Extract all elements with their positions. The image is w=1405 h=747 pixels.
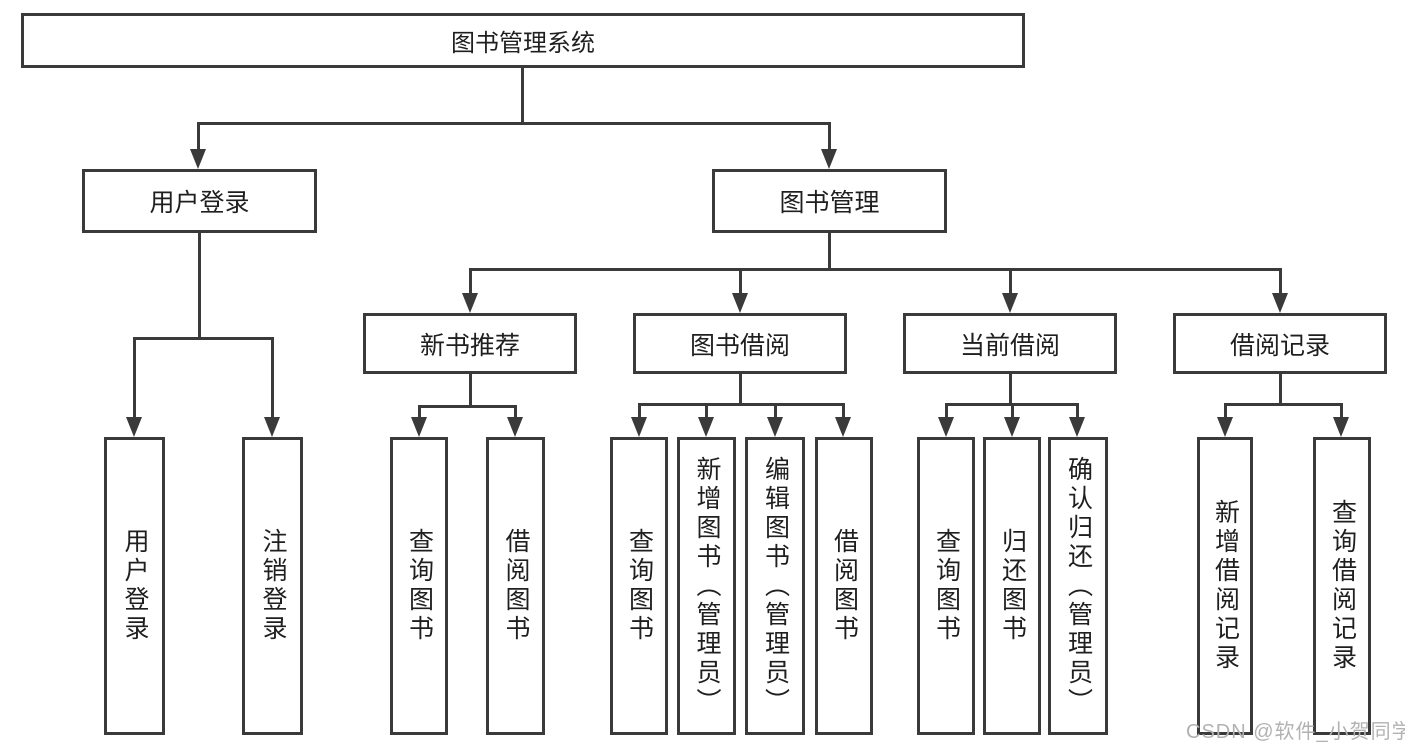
connector-vline <box>514 405 517 419</box>
arrow-down-icon <box>126 417 142 437</box>
arrow-down-icon <box>1004 417 1020 437</box>
connector-vline <box>469 374 472 407</box>
connector-vline <box>739 268 742 295</box>
connector-vline <box>1009 374 1012 405</box>
arrow-down-icon <box>835 417 851 437</box>
node-book-borrowing: 图书借阅 <box>633 313 847 374</box>
arrow-down-icon <box>1069 417 1085 437</box>
arrow-down-icon <box>190 149 206 169</box>
arrow-down-icon <box>767 417 783 437</box>
leaf-borrowing-add-books-admin-label: 新增图书（管理员） <box>693 455 721 717</box>
connector-hline <box>133 337 274 340</box>
connector-vline <box>739 374 742 405</box>
leaf-borrowing-query-books-label: 查询图书 <box>625 528 654 644</box>
connector-vline <box>1009 268 1012 295</box>
node-current-borrowing-label: 当前借阅 <box>959 331 1060 360</box>
node-root: 图书管理系统 <box>21 13 1025 68</box>
leaf-borrowing-edit-books-admin-label: 编辑图书（管理员） <box>761 455 790 717</box>
leaf-borrowing-borrow-books: 借阅图书 <box>815 437 873 735</box>
node-borrowing-records-label: 借阅记录 <box>1229 331 1330 360</box>
leaf-records-add-record-label: 新增借阅记录 <box>1211 499 1240 673</box>
leaf-newbook-query-books-label: 查询图书 <box>405 528 434 644</box>
arrow-down-icon <box>631 417 647 437</box>
node-book-management: 图书管理 <box>712 169 947 233</box>
csdn-watermark: CSDN @软件_小贺同学 <box>1186 721 1405 743</box>
arrow-down-icon <box>462 293 478 313</box>
node-root-label: 图书管理系统 <box>451 30 595 57</box>
arrow-down-icon <box>1333 417 1349 437</box>
leaf-borrowing-add-books-admin: 新增图书（管理员） <box>677 437 736 735</box>
connector-vline <box>418 405 421 419</box>
leaf-user-login-label: 用户登录 <box>121 528 149 644</box>
leaf-current-query-books: 查询图书 <box>917 437 975 735</box>
node-book-borrowing-label: 图书借阅 <box>689 331 790 360</box>
arrow-down-icon <box>1002 293 1018 313</box>
node-user-login-label: 用户登录 <box>149 189 250 217</box>
leaf-current-return-books: 归还图书 <box>983 437 1041 735</box>
leaf-current-return-books-label: 归还图书 <box>998 528 1027 644</box>
connector-vline <box>638 403 641 419</box>
node-borrowing-records: 借阅记录 <box>1173 313 1387 374</box>
leaf-current-confirm-return-admin: 确认归还（管理员） <box>1048 437 1108 735</box>
leaf-newbook-borrow-books-label: 借阅图书 <box>502 528 530 644</box>
arrow-down-icon <box>411 417 427 437</box>
connector-vline <box>1011 403 1014 419</box>
connector-vline <box>774 403 777 419</box>
connector-vline <box>521 68 524 124</box>
connector-vline <box>271 337 274 418</box>
leaf-current-query-books-label: 查询图书 <box>932 528 961 644</box>
connector-vline <box>1224 403 1227 419</box>
node-current-borrowing: 当前借阅 <box>903 313 1117 374</box>
node-user-login: 用户登录 <box>82 169 317 233</box>
arrow-down-icon <box>938 417 954 437</box>
connector-vline <box>842 403 845 419</box>
connector-vline <box>197 122 200 151</box>
arrow-down-icon <box>1217 417 1233 437</box>
leaf-borrowing-edit-books-admin: 编辑图书（管理员） <box>745 437 805 735</box>
node-new-book-recommendation: 新书推荐 <box>363 313 577 374</box>
leaf-current-confirm-return-admin-label: 确认归还（管理员） <box>1064 455 1093 717</box>
connector-hline <box>638 403 845 406</box>
leaf-user-login: 用户登录 <box>104 437 165 735</box>
connector-vline <box>828 122 831 151</box>
connector-vline <box>828 233 831 270</box>
connector-vline <box>469 268 472 295</box>
connector-vline <box>1340 403 1343 419</box>
node-new-book-recommendation-label: 新书推荐 <box>419 331 520 360</box>
connector-vline <box>1279 268 1282 295</box>
arrow-down-icon <box>1272 293 1288 313</box>
arrow-down-icon <box>698 417 714 437</box>
arrow-down-icon <box>264 417 280 437</box>
connector-hline <box>197 122 831 125</box>
leaf-logout-label: 注销登录 <box>259 528 287 644</box>
leaf-newbook-borrow-books: 借阅图书 <box>486 437 545 735</box>
connector-hline <box>469 268 1282 271</box>
connector-vline <box>133 337 136 418</box>
leaf-borrowing-borrow-books-label: 借阅图书 <box>830 528 859 644</box>
leaf-logout: 注销登录 <box>242 437 303 735</box>
node-book-management-label: 图书管理 <box>779 189 880 217</box>
leaf-records-add-record: 新增借阅记录 <box>1197 437 1253 735</box>
leaf-records-query-record: 查询借阅记录 <box>1313 437 1371 735</box>
connector-vline <box>1076 403 1079 419</box>
arrow-down-icon <box>507 417 523 437</box>
leaf-records-query-record-label: 查询借阅记录 <box>1328 499 1357 673</box>
leaf-borrowing-query-books: 查询图书 <box>610 437 668 735</box>
leaf-newbook-query-books: 查询图书 <box>390 437 448 735</box>
connector-hline <box>418 405 517 408</box>
connector-vline <box>945 403 948 419</box>
connector-hline <box>1224 403 1343 406</box>
arrow-down-icon <box>732 293 748 313</box>
connector-vline <box>705 403 708 419</box>
connector-vline <box>1279 374 1282 405</box>
connector-vline <box>198 233 201 339</box>
arrow-down-icon <box>821 149 837 169</box>
